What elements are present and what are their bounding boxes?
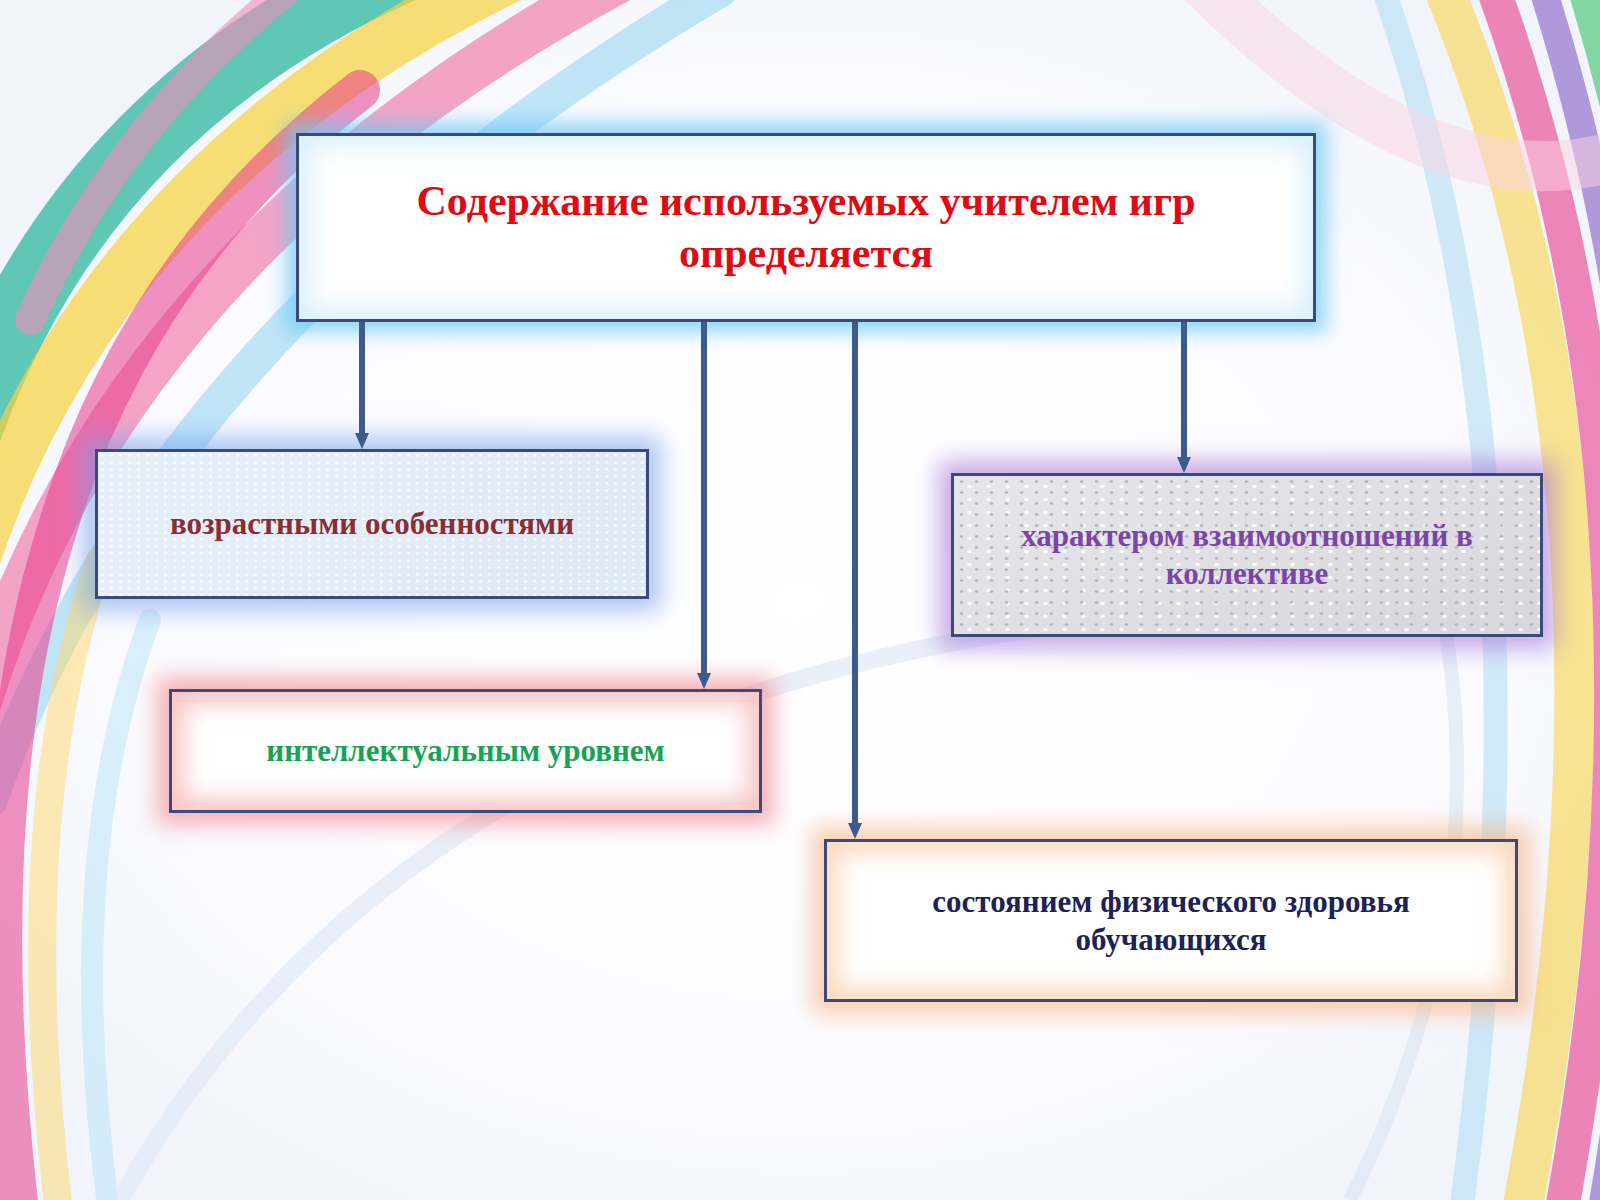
factor-text: характером взаимоотношений в коллективе [968, 517, 1526, 593]
swoosh-band [92, 620, 150, 1200]
header-box: Содержание используемых учителем игр опр… [296, 133, 1316, 322]
factor-box: характером взаимоотношений в коллективе [951, 473, 1543, 637]
arrow-connector [701, 322, 707, 681]
factor-box: состоянием физического здоровья обучающи… [824, 839, 1518, 1002]
arrow-connector [359, 322, 365, 441]
factor-box: интеллектуальным уровнем [169, 689, 762, 813]
factor-box: возрастными особенностями [95, 449, 649, 599]
swoosh-band [30, 0, 300, 320]
header-text: Содержание используемых учителем игр опр… [305, 176, 1307, 278]
factor-text: состоянием физического здоровья обучающи… [841, 883, 1501, 959]
factor-text: интеллектуальным уровнем [186, 732, 745, 770]
arrow-connector [1181, 322, 1187, 465]
arrow-connector [852, 322, 858, 831]
factor-text: возрастными особенностями [112, 505, 632, 543]
